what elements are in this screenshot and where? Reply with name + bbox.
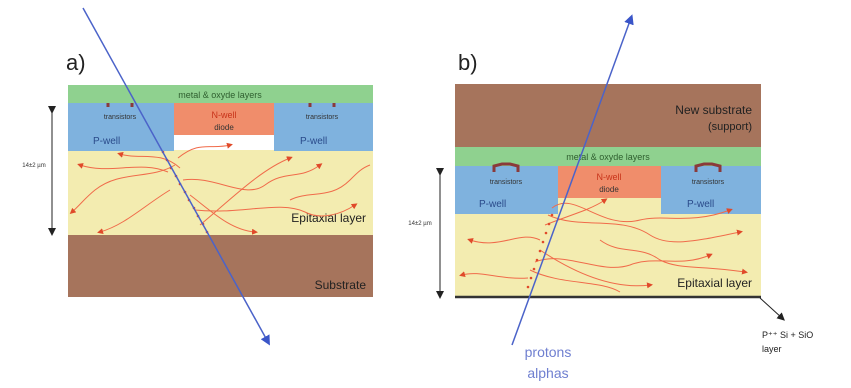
pwell-left-label-b: P-well <box>479 199 506 210</box>
pwell-right-label-b: P-well <box>687 199 714 210</box>
epitaxial-label-b: Epitaxial layer <box>677 276 752 290</box>
thickness-label-b: 14±2 µm <box>408 221 431 227</box>
nwell-label-b: N-well <box>596 172 621 182</box>
ionization-dots-b <box>526 213 554 289</box>
substrate-label: Substrate <box>315 278 367 292</box>
panel-b-tag: b) <box>458 50 478 75</box>
transistor-right-icon-b <box>694 162 722 172</box>
panel-a: a) Substrate Epitaxial layer P-well P-we… <box>22 7 373 346</box>
metal-oxide-layer <box>68 85 373 103</box>
metal-oxide-label: metal & oxyde layers <box>178 90 262 100</box>
pwell-right-b <box>661 166 761 214</box>
pwell-left-label: P-well <box>93 136 120 147</box>
transistor-left-label-b: transistors <box>490 179 523 186</box>
particle-track-b <box>511 14 634 346</box>
diode-label-b: diode <box>599 185 619 194</box>
panel-b: b) New substrate (support) metal & oxyde… <box>408 14 813 381</box>
backside-label: P⁺⁺ Si + SiO <box>762 330 813 340</box>
particles-label-2: alphas <box>527 365 568 381</box>
new-substrate-label: New substrate <box>675 103 752 117</box>
thickness-label-a: 14±2 µm <box>22 163 45 169</box>
pwell-left-b <box>455 166 558 214</box>
pwell-left <box>68 103 174 151</box>
substrate-layer <box>68 235 373 297</box>
pwell-right <box>274 103 373 151</box>
pwell-right-label: P-well <box>300 136 327 147</box>
transistor-left-icon-b <box>492 162 520 172</box>
nwell-region <box>174 103 274 135</box>
nwell-label: N-well <box>211 110 236 120</box>
metal-oxide-label-b: metal & oxyde layers <box>566 152 650 162</box>
backside-pointer-arrow <box>759 297 785 321</box>
panel-a-tag: a) <box>66 50 86 75</box>
transistor-left-label: transistors <box>104 114 137 121</box>
backside-label-2: layer <box>762 344 782 354</box>
new-substrate-layer <box>455 84 761 147</box>
diode-label: diode <box>214 123 234 132</box>
new-substrate-sublabel: (support) <box>708 121 752 133</box>
charge-diffusion-tracks-b <box>459 198 748 293</box>
transistor-right-label-b: transistors <box>692 179 725 186</box>
transistor-right-label: transistors <box>306 114 339 121</box>
particle-track-a <box>82 7 270 346</box>
charge-diffusion-tracks <box>69 142 371 235</box>
metal-oxide-layer-b <box>455 147 761 166</box>
epitaxial-label: Epitaxial layer <box>291 211 366 225</box>
particles-label-1: protons <box>525 344 572 360</box>
